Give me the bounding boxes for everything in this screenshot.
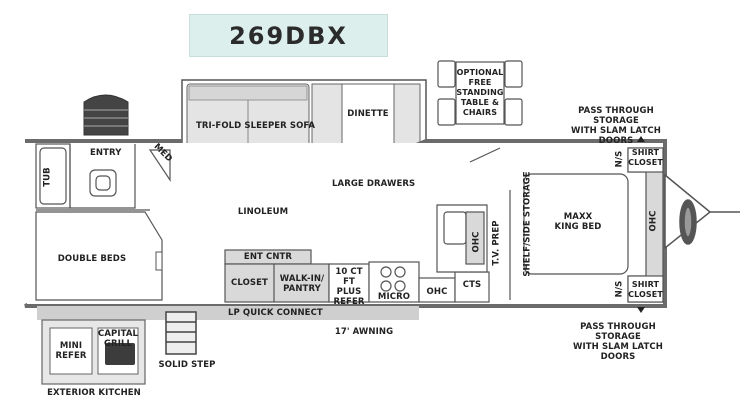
tv-prep-label: T.V. PREP bbox=[491, 220, 502, 266]
ohc-vertical-label: OHC bbox=[471, 231, 482, 253]
hitch bbox=[664, 173, 740, 250]
ohc-kitchen-label: OHC bbox=[426, 287, 448, 297]
solid-step-label: SOLID STEP bbox=[158, 360, 216, 370]
micro-label: MICRO bbox=[377, 292, 411, 302]
shirt-closet-bottom-label: SHIRT CLOSET bbox=[628, 280, 663, 299]
refer-label: 10 CT FT PLUS REFER bbox=[333, 267, 365, 307]
lp-quick-connect-label: LP QUICK CONNECT bbox=[228, 308, 323, 318]
large-drawers-label: LARGE DRAWERS bbox=[332, 179, 416, 189]
trifold-sofa-label: TRI-FOLD SLEEPER SOFA bbox=[196, 121, 316, 131]
cts-label: CTS bbox=[462, 280, 482, 290]
ns-top-label: N/S bbox=[614, 150, 625, 168]
tub-label: TUB bbox=[42, 167, 53, 187]
pass-through-bottom-label: PASS THROUGH STORAGE WITH SLAM LATCH DOO… bbox=[573, 322, 663, 362]
entry-label: ENTRY bbox=[90, 148, 122, 158]
walk-in-pantry-label: WALK-IN/ PANTRY bbox=[279, 274, 325, 294]
pass-through-arrows bbox=[637, 136, 645, 313]
dinette-table bbox=[341, 83, 395, 155]
ns-bottom-label: N/S bbox=[614, 280, 625, 298]
pass-through-top-label: PASS THROUGH STORAGE WITH SLAM LATCH DOO… bbox=[571, 106, 661, 146]
bathroom bbox=[35, 143, 171, 209]
ent-cntr-label: ENT CNTR bbox=[243, 252, 293, 262]
linoleum-label: LINOLEUM bbox=[237, 207, 289, 217]
closet-label: CLOSET bbox=[231, 278, 268, 288]
ohc-bedroom-label: OHC bbox=[648, 210, 659, 232]
kitchen-block bbox=[224, 204, 490, 303]
bedroom bbox=[523, 147, 664, 303]
shelf-side-storage-label: SHELF/SIDE STORAGE bbox=[522, 171, 533, 277]
optional-table-label: OPTIONAL FREE STANDING TABLE & CHAIRS bbox=[456, 68, 504, 117]
optional-table-chairs bbox=[437, 60, 523, 126]
shirt-closet-top-label: SHIRT CLOSET bbox=[628, 148, 663, 167]
capital-grill-label: CAPITAL GRILL bbox=[98, 329, 139, 349]
double-beds-label: DOUBLE BEDS bbox=[57, 254, 127, 264]
solid-step bbox=[165, 311, 197, 355]
dinette-label: DINETTE bbox=[347, 109, 389, 119]
mini-refer-label: MINI REFER bbox=[55, 341, 87, 361]
model-title: 269DBX bbox=[189, 14, 388, 57]
maxx-king-bed-label: MAXX KING BED bbox=[554, 212, 602, 232]
awning-label: 17' AWNING bbox=[334, 327, 394, 337]
entry-step bbox=[83, 94, 129, 136]
exterior-kitchen-label: EXTERIOR KITCHEN bbox=[47, 388, 141, 398]
